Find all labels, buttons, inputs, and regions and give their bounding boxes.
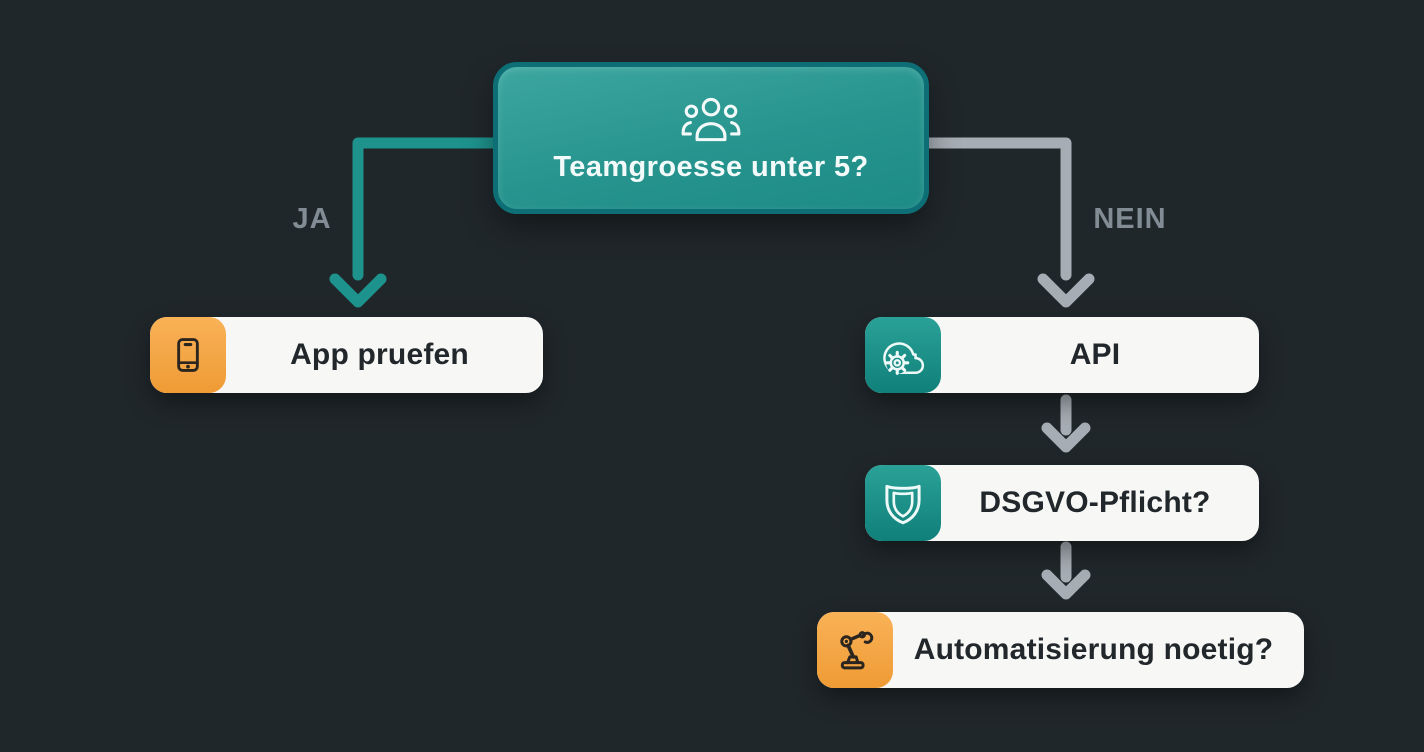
dsgvo-to-automatisierung-arrow	[1041, 541, 1091, 600]
ja-branch-arrow	[329, 137, 505, 308]
node-app-pruefen: App pruefen	[150, 317, 543, 393]
node-label: DSGVO-Pflicht?	[979, 486, 1211, 519]
users-icon	[678, 94, 744, 144]
api-icon-badge	[865, 317, 941, 393]
decision-node-teamgroesse: Teamgroesse unter 5?	[493, 62, 929, 214]
node-automatisierung: Automatisierung noetig?	[817, 612, 1304, 688]
ja-branch-label: JA	[292, 203, 332, 235]
dsgvo-icon-badge	[865, 465, 941, 541]
nein-branch-arrow	[918, 137, 1095, 308]
smartphone-icon	[166, 333, 210, 377]
node-label: API	[1069, 338, 1121, 371]
node-label: App pruefen	[290, 338, 469, 371]
node-api: API	[865, 317, 1259, 393]
api-to-dsgvo-arrow	[1041, 394, 1091, 453]
node-label: Automatisierung noetig?	[913, 633, 1274, 666]
automatisierung-icon-badge	[817, 612, 893, 688]
app-icon-badge	[150, 317, 226, 393]
decision-node-label: Teamgroesse unter 5?	[553, 151, 869, 183]
robot-arm-icon	[832, 627, 878, 673]
node-dsgvo-pflicht: DSGVO-Pflicht?	[865, 465, 1259, 541]
cloud-gear-icon	[880, 334, 926, 376]
shield-icon	[882, 480, 924, 526]
nein-branch-label: NEIN	[1093, 203, 1167, 235]
